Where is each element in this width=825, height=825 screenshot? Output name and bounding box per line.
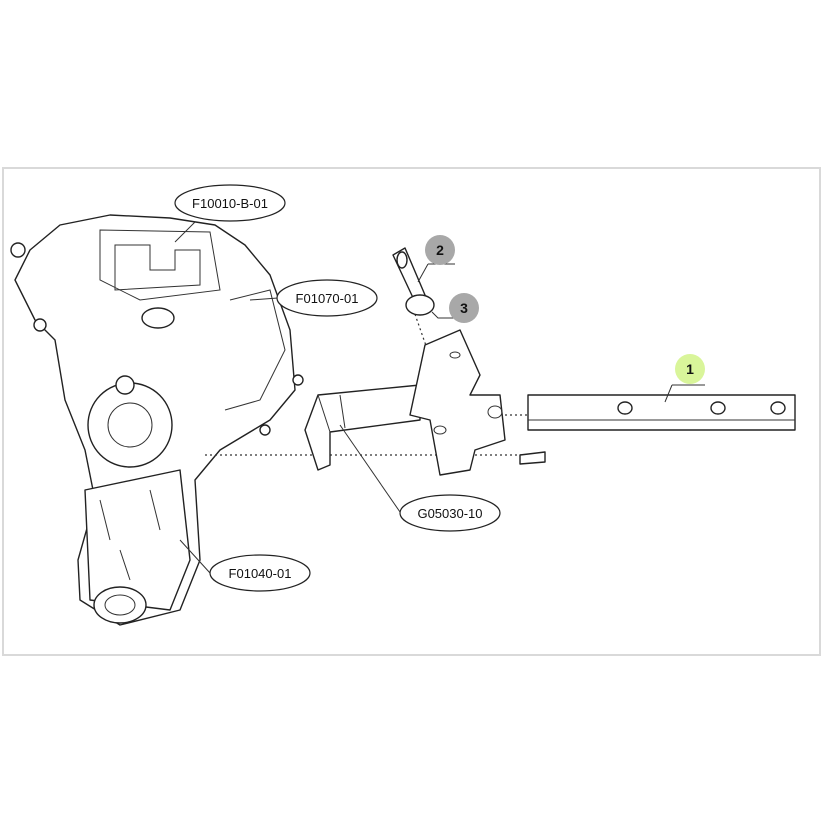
callout-3: 3 <box>449 293 479 323</box>
svg-text:3: 3 <box>460 300 468 316</box>
label-gearbox-cover: F10010-B-01 <box>174 184 286 222</box>
callout-2: 2 <box>425 235 455 265</box>
svg-text:1: 1 <box>686 361 694 377</box>
label-gearbox-side: F01070-01 <box>276 279 378 317</box>
svg-text:F10010-B-01: F10010-B-01 <box>192 196 268 211</box>
svg-text:F01070-01: F01070-01 <box>296 291 359 306</box>
svg-text:2: 2 <box>436 242 444 258</box>
gearbox-illustration <box>10 214 304 626</box>
tube-illustration <box>527 394 796 431</box>
callout-1: 1 <box>675 354 705 384</box>
label-frame-bracket: G05030-10 <box>399 494 501 532</box>
svg-text:F01040-01: F01040-01 <box>229 566 292 581</box>
label-gearbox-housing: F01040-01 <box>209 554 311 592</box>
pin-illustration <box>392 247 435 316</box>
diagram-frame <box>2 167 821 656</box>
svg-text:G05030-10: G05030-10 <box>417 506 482 521</box>
frame-bracket-illustration <box>304 329 546 476</box>
